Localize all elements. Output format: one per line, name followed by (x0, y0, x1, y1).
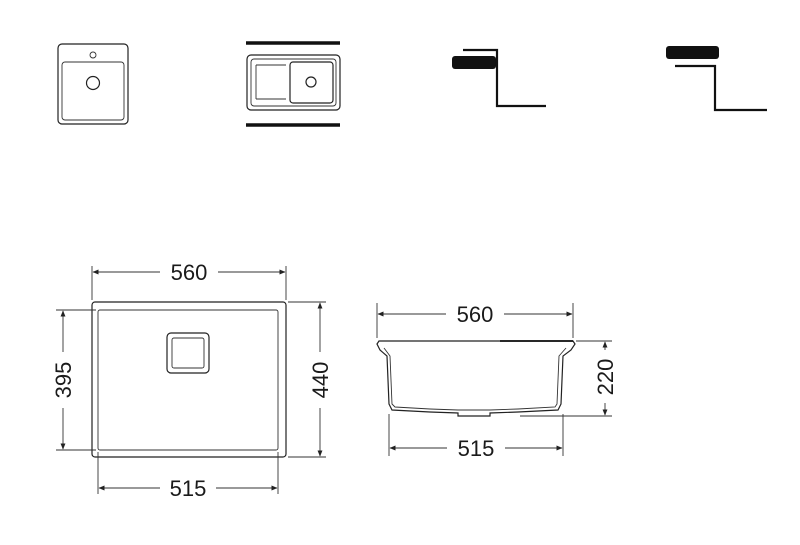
topmount-install-icon (666, 46, 767, 112)
single-bowl-sink-icon (57, 43, 129, 125)
dim-label-side-depth: 220 (593, 359, 618, 396)
dim-label-inner-width: 515 (170, 476, 207, 501)
dim-label-outer-width: 560 (171, 260, 208, 285)
dim-label-side-outer-width: 560 (457, 302, 494, 327)
sink-top-view: 560 515 395 440 (51, 260, 333, 501)
drain-icon (166, 332, 210, 374)
bowl-with-drainer-sink-icon (246, 41, 341, 127)
dim-label-side-inner-width: 515 (458, 436, 495, 461)
dim-label-outer-height: 440 (308, 362, 333, 399)
undermount-install-icon (452, 48, 546, 108)
sink-side-view: 560 515 220 (376, 302, 618, 461)
dim-label-inner-height: 395 (51, 362, 76, 399)
dim-top-inner-height: 395 (51, 310, 76, 450)
dim-top-outer-width: 560 (92, 260, 286, 285)
dim-top-inner-width: 515 (98, 476, 278, 501)
dim-side-depth: 220 (593, 341, 618, 416)
dim-side-outer-width: 560 (377, 302, 573, 327)
dim-top-outer-height: 440 (308, 302, 333, 457)
dim-side-inner-width: 515 (389, 436, 563, 461)
